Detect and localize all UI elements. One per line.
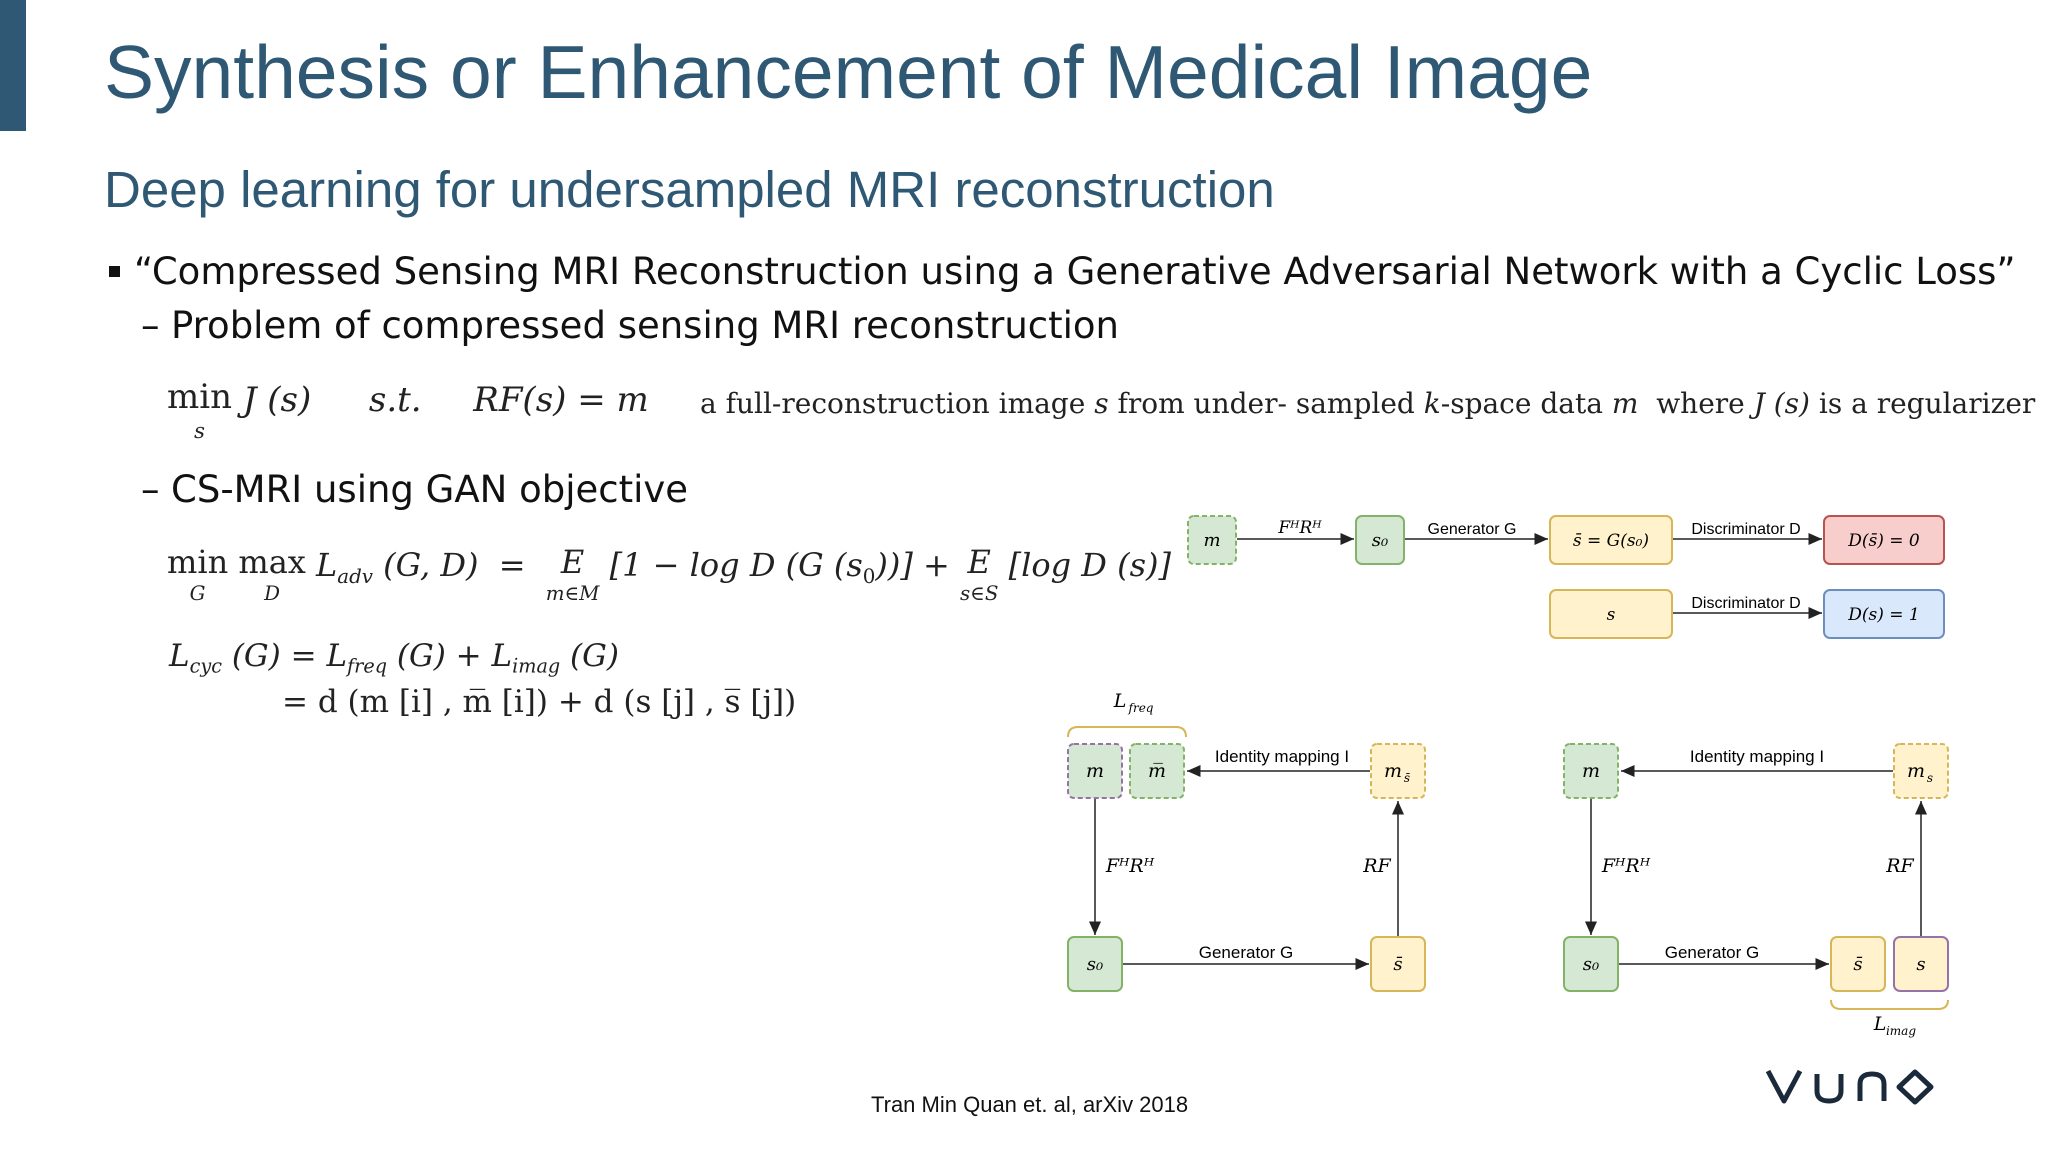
node-msbar-label: m [1384, 760, 1402, 782]
sub-bullet-dash-1: – [141, 304, 160, 347]
node-sbar-right [1830, 936, 1886, 992]
node-ms-label: m [1907, 760, 1925, 782]
node-sbar-left [1370, 936, 1426, 992]
node-s0-left-label: s₀ [1087, 954, 1103, 975]
cyclic-loss-line-2: = d (m [i] , m̅ [i]) + d (s [j] , s̅ [j]… [282, 684, 797, 720]
node-m-left-label: m [1086, 760, 1104, 782]
citation: Tran Min Quan et. al, arXiv 2018 [871, 1092, 1189, 1117]
node-mbar-label: m̅ [1148, 760, 1166, 782]
node-sbar-left-label: s̄ [1393, 954, 1402, 975]
identity-label-left: Identity mapping I [1215, 747, 1349, 766]
limag-brace [1830, 999, 1949, 1010]
identity-label-right: Identity mapping I [1690, 747, 1824, 766]
edge-discriminator-label-2: Discriminator D [1691, 595, 1800, 612]
edge-generator-label: Generator G [1428, 521, 1517, 538]
node-s-right [1893, 936, 1949, 992]
node-msbar [1370, 743, 1426, 799]
node-s0-right-label: s₀ [1583, 954, 1599, 975]
generator-label-right: Generator G [1665, 943, 1760, 962]
bullet-paper-title: “Compressed Sensing MRI Reconstruction u… [134, 250, 2016, 293]
node-ms-sub: s [1927, 771, 1933, 785]
limag-label: L [1873, 1013, 1887, 1035]
node-s-right-label: s [1916, 954, 1925, 975]
node-m-right-label: m [1582, 760, 1600, 782]
node-ms [1893, 743, 1949, 799]
diagram-freq-cycle: L freq m m̅ m s̄ Identity mapping I FᴴRᴴ… [1067, 690, 1426, 992]
node-s0 [1355, 515, 1405, 565]
problem-note: a full-reconstruction image s from under… [700, 387, 2036, 420]
lfreq-brace [1067, 726, 1187, 738]
node-sbar-g-label: s̄ = G(s₀) [1573, 531, 1649, 551]
node-m-label: m [1203, 530, 1220, 551]
node-msbar-sub: s̄ [1404, 771, 1411, 785]
accent-bar [0, 0, 26, 131]
diagram-top: m FᴴRᴴ s₀ Generator G s̄ = G(s₀) Discrim… [1187, 515, 1945, 639]
node-s0-left [1067, 936, 1123, 992]
edge-discriminator-label-1: Discriminator D [1691, 521, 1800, 538]
node-s [1549, 589, 1673, 639]
limag-sub: imag [1886, 1024, 1916, 1038]
node-mbar [1129, 743, 1185, 799]
node-m-right [1563, 743, 1619, 799]
node-s-label: s [1607, 605, 1616, 625]
node-d-s [1823, 589, 1945, 639]
rf-label-left: RF [1362, 855, 1391, 877]
sub-bullet-gan: CS-MRI using GAN objective [171, 468, 689, 511]
generator-label-left: Generator G [1199, 943, 1294, 962]
node-sbar-g [1549, 515, 1673, 565]
node-d-s-label: D(s) = 1 [1847, 605, 1920, 625]
node-m-left [1067, 743, 1123, 799]
node-m [1187, 515, 1237, 565]
diagram-imag-cycle: m m s Identity mapping I FᴴRᴴ RF s₀ Gene… [1563, 743, 1949, 1038]
node-sbar-right-label: s̄ [1853, 954, 1862, 975]
vuno-logo [1765, 1066, 1945, 1112]
fh-label-right: FᴴRᴴ [1601, 855, 1651, 877]
slide-subtitle: Deep learning for undersampled MRI recon… [104, 161, 1275, 218]
edge-fh-label: FᴴRᴴ [1277, 518, 1322, 538]
fh-label-left: FᴴRᴴ [1105, 855, 1155, 877]
lfreq-label: L [1113, 690, 1127, 712]
bullet-square-icon [109, 266, 120, 277]
sub-bullet-problem: Problem of compressed sensing MRI recons… [171, 304, 1119, 347]
node-d-sbar [1823, 515, 1945, 565]
rf-label-right: RF [1885, 855, 1914, 877]
node-s0-label: s₀ [1372, 530, 1388, 551]
slide-title: Synthesis or Enhancement of Medical Imag… [104, 30, 1593, 114]
vuno-logo-icon [1765, 1069, 1934, 1105]
cyclic-loss-line-1: Lcyc (G) = Lfreq (G) + Limag (G) [169, 638, 619, 678]
node-d-sbar-label: D(s̄) = 0 [1847, 531, 1920, 551]
node-s0-right [1563, 936, 1619, 992]
lfreq-sub: freq [1128, 701, 1154, 715]
sub-bullet-dash-2: – [141, 468, 160, 511]
